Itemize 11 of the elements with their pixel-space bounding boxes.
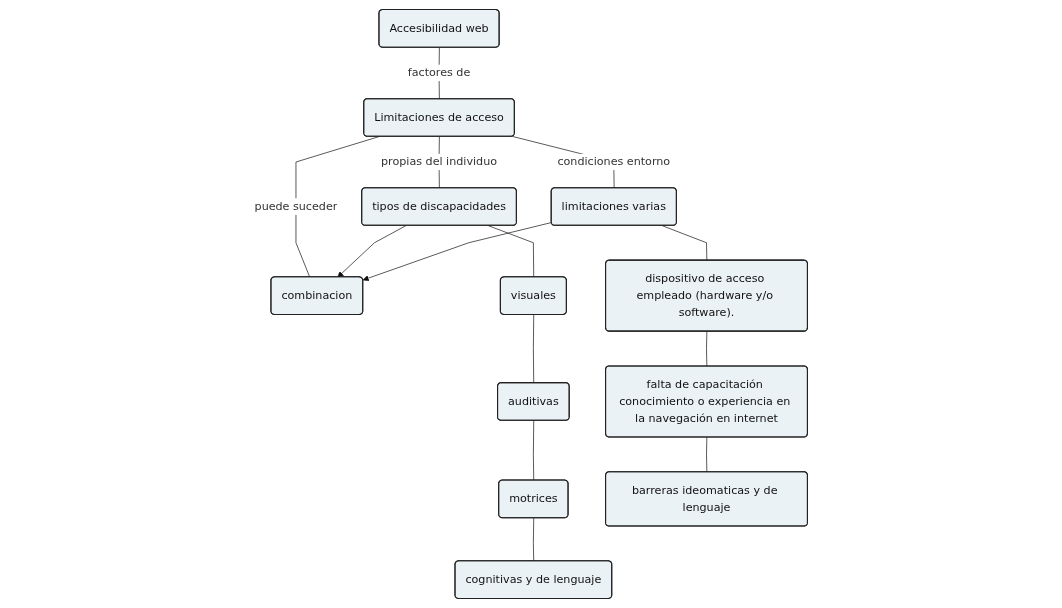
- connector: [533, 314, 535, 384]
- connector: [661, 225, 708, 261]
- connector: [706, 331, 708, 367]
- connector: [533, 420, 535, 481]
- edge-label: factores de: [407, 65, 471, 80]
- edge-label: puede suceder: [254, 199, 338, 213]
- connector: [706, 436, 708, 473]
- edge-label: propias del individuo: [381, 155, 498, 169]
- connector: [488, 225, 535, 278]
- edge-label: condiciones entorno: [557, 155, 671, 169]
- connector: [533, 517, 535, 562]
